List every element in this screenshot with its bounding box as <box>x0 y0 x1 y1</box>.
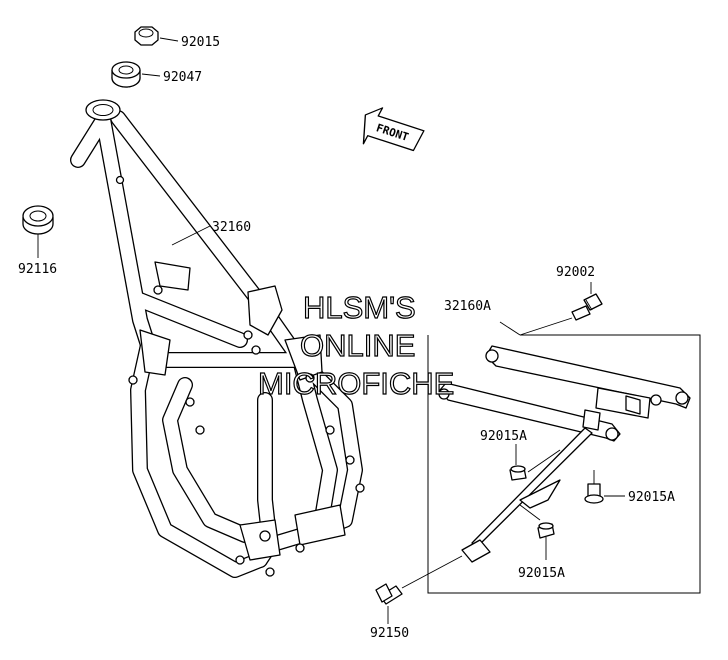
watermark: HLSM'S ONLINE MICROFICHE <box>257 289 455 401</box>
part-number-92047[interactable]: 92047 <box>163 70 202 85</box>
part-number-92015a-left[interactable]: 92015A <box>480 429 527 444</box>
bolt-92015a-bottom-part[interactable] <box>537 522 555 539</box>
part-number-92116[interactable]: 92116 <box>18 262 57 277</box>
part-number-92015a-bottom[interactable]: 92015A <box>518 566 565 581</box>
part-number-92002[interactable]: 92002 <box>556 265 595 280</box>
watermark-line-1: HLSM'S <box>303 290 416 325</box>
bearing-92047-part[interactable] <box>111 61 141 88</box>
watermark-line-2: ONLINE <box>300 328 415 363</box>
part-number-92015a-right[interactable]: 92015A <box>628 490 675 505</box>
part-number-32160[interactable]: 32160 <box>212 220 251 235</box>
front-direction-arrow: FRONT <box>362 107 425 152</box>
main-frame[interactable] <box>70 99 365 578</box>
watermark-line-3: MICROFICHE <box>258 366 454 401</box>
bolt-92015a-right-part[interactable] <box>584 483 604 504</box>
nut-92015-part[interactable] <box>134 26 159 46</box>
rear-subframe[interactable] <box>438 345 691 563</box>
bolt-92015a-left-part[interactable] <box>509 465 527 481</box>
part-number-32160a[interactable]: 32160A <box>444 299 491 314</box>
part-number-92150[interactable]: 92150 <box>370 626 409 641</box>
bolt-92002-part[interactable] <box>571 293 603 321</box>
subframe-detail-box <box>427 321 701 594</box>
bolt-92150-part[interactable] <box>375 583 403 605</box>
bearing-92116-part[interactable] <box>22 205 54 235</box>
part-number-92015[interactable]: 92015 <box>181 35 220 50</box>
